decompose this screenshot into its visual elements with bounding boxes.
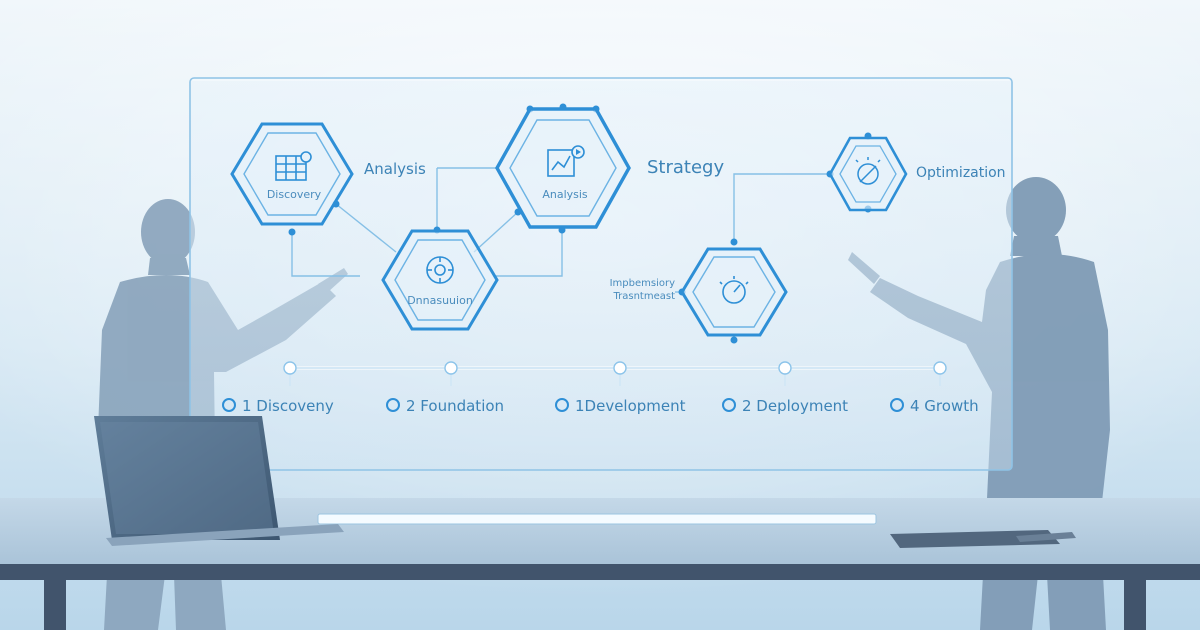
analysis-side-label: Analysis [364, 160, 426, 178]
connector-lines [291, 167, 830, 293]
timeline: 1 Discoveny 2 Foundation 1Development 2 … [222, 361, 979, 415]
implementation-label-line1: Impbemsiory [610, 278, 675, 289]
hexagon-foundation [381, 229, 499, 331]
hexagon-foundation-label: Dnnasuuion [407, 294, 473, 307]
optimization-side-label: Optimization [916, 165, 1006, 181]
timeline-step-5-label: 4 Growth [910, 397, 979, 415]
tablet [890, 530, 1076, 548]
timeline-step-3-label: 1Development [575, 397, 686, 415]
conference-table [0, 498, 1200, 630]
strategy-side-label: Strategy [647, 157, 724, 178]
hexagon-implementation [680, 247, 788, 337]
hexagon-analysis [495, 107, 631, 229]
timeline-step-2-label: 2 Foundation [406, 397, 504, 415]
trend-chart-icon [547, 145, 585, 177]
hexagon-discovery-label: Discovery [267, 188, 322, 201]
network-circle-icon [426, 256, 454, 284]
grid-chart-icon [275, 151, 312, 181]
timeline-step-1-label: 1 Discoveny [242, 397, 334, 415]
timeline-step-markers [222, 398, 904, 412]
compass-gear-icon [855, 157, 881, 185]
hexagon-analysis-label: Analysis [542, 188, 588, 201]
gauge-icon [719, 276, 749, 304]
implementation-label-line2: Trasntmeast [613, 291, 676, 302]
timeline-step-4-label: 2 Deployment [742, 397, 848, 415]
hexagon-optimization [828, 136, 908, 212]
laptop [94, 416, 344, 546]
hexagon-discovery [230, 122, 354, 226]
timeline-pins [283, 361, 947, 386]
glass-panel [189, 77, 1013, 471]
